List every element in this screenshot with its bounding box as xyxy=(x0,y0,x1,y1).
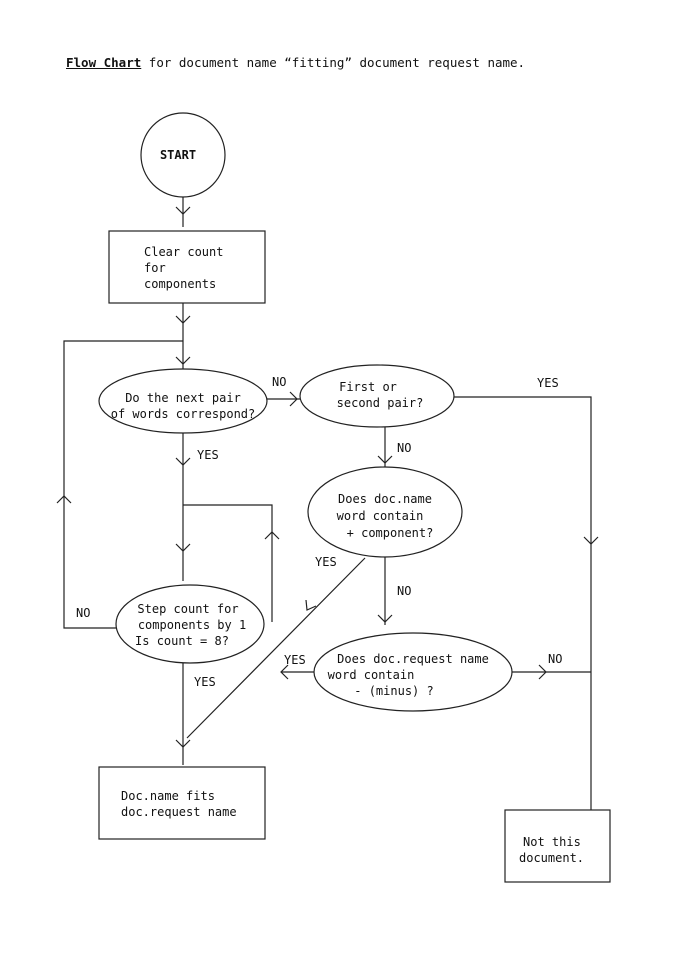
first-second-line-1: First or xyxy=(339,380,397,394)
label-yes-first-second: YES xyxy=(537,376,559,390)
label-yes-contain-plus: YES xyxy=(315,555,337,569)
first-second-decision: First or second pair? xyxy=(299,364,455,428)
contain-plus-line-1: Does doc.name xyxy=(338,492,432,506)
next-pair-decision: Do the next pair of words correspond? xyxy=(98,368,268,434)
clear-count-line-2: for xyxy=(144,261,166,275)
contain-plus-decision: Does doc.name word contain + component? xyxy=(307,466,463,558)
connectors xyxy=(63,197,592,810)
fits-line-2: doc.request name xyxy=(121,805,237,819)
label-yes-next-pair: YES xyxy=(197,448,219,462)
start-label: START xyxy=(160,148,196,162)
not-this-line-2: document. xyxy=(519,851,584,865)
first-second-line-2: second pair? xyxy=(337,396,424,410)
label-yes-contain-minus: YES xyxy=(284,653,306,667)
label-no-next-pair: NO xyxy=(272,375,286,389)
label-no-step-count: NO xyxy=(76,606,90,620)
contain-minus-line-3: - (minus) ? xyxy=(354,684,433,698)
contain-plus-line-2: word contain xyxy=(337,509,424,523)
clear-count-box: Clear count for components xyxy=(108,230,266,304)
step-count-line-1: Step count for xyxy=(137,602,238,616)
page-title: Flow Chart for document name “fitting” d… xyxy=(66,55,525,70)
contain-minus-line-2: word contain xyxy=(328,668,415,682)
not-this-box: Not this document. xyxy=(504,809,611,883)
start-node: START xyxy=(140,112,226,198)
clear-count-line-3: components xyxy=(144,277,216,291)
label-no-contain-minus: NO xyxy=(548,652,562,666)
title-bold: Flow Chart xyxy=(66,55,142,70)
not-this-line-1: Not this xyxy=(523,835,581,849)
contain-minus-line-1: Does doc.request name xyxy=(337,652,489,666)
next-pair-line-2: of words correspond? xyxy=(111,407,256,421)
title-rest: for document name “fitting” document req… xyxy=(141,55,526,70)
arrowheads xyxy=(56,206,599,748)
step-count-decision: Step count for components by 1 Is count … xyxy=(115,584,265,664)
fits-line-1: Doc.name fits xyxy=(121,789,215,803)
step-count-line-2: components by 1 xyxy=(138,618,246,632)
label-no-first-second: NO xyxy=(397,441,411,455)
contain-minus-decision: Does doc.request name word contain - (mi… xyxy=(313,632,513,712)
step-count-line-3: Is count = 8? xyxy=(135,634,229,648)
label-no-contain-plus: NO xyxy=(397,584,411,598)
next-pair-line-1: Do the next pair xyxy=(125,391,241,405)
label-yes-step-count: YES xyxy=(194,675,216,689)
clear-count-line-1: Clear count xyxy=(144,245,223,259)
contain-plus-line-3: + component? xyxy=(347,526,434,540)
branch-labels: NO YES YES NO YES NO NO YES YES NO xyxy=(76,375,562,689)
fits-box: Doc.name fits doc.request name xyxy=(98,766,266,840)
